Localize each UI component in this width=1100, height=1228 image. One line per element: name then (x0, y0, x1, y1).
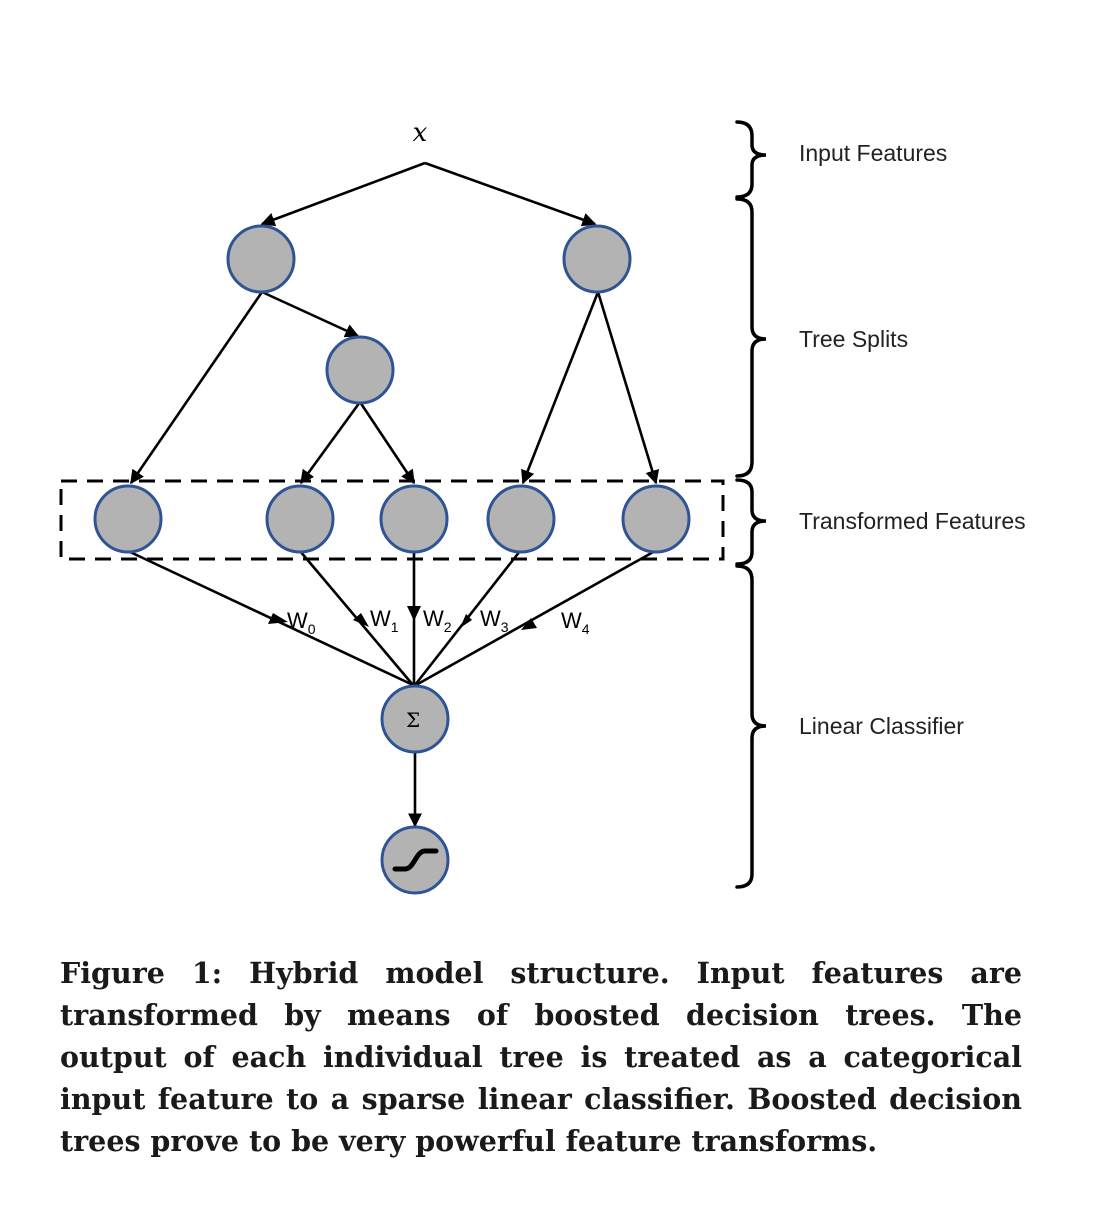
weight-label-1: W1 (370, 606, 399, 635)
edge-inner-split-to-leaf-3 (358, 401, 416, 485)
brace-input-features (735, 120, 767, 199)
transformed-features-box (59, 479, 725, 561)
section-label-transformed-features: Transformed Features (799, 508, 1026, 534)
weight-arrowhead-4 (521, 618, 537, 630)
weight-arrowhead-1 (353, 613, 369, 627)
leaf-node-2 (265, 484, 335, 554)
weight-arrowhead-0 (268, 613, 288, 624)
weight-label-0: W0 (287, 608, 316, 637)
tree-edges (129, 161, 660, 485)
split-node-inner (325, 335, 395, 405)
leaf-node-1 (93, 484, 163, 554)
weight-arrowhead-3 (460, 614, 472, 628)
edge-inner-split-to-leaf-2 (299, 401, 362, 485)
weight-arrowhead-2 (407, 606, 421, 621)
brace-transformed-features (735, 478, 767, 566)
brace-linear-classifier (735, 564, 767, 889)
leaf-node-4 (486, 484, 556, 554)
edge-input-to-split-left (260, 161, 426, 227)
sigmoid-curve-icon (392, 848, 439, 872)
section-label-input-features: Input Features (799, 140, 947, 166)
figure-caption: Figure 1: Hybrid model structure. Input … (60, 956, 1022, 1158)
edge-right-split-to-leaf-5 (596, 291, 660, 485)
section-label-tree-splits: Tree Splits (799, 326, 908, 352)
edge-leaf-5-to-sum (415, 549, 656, 687)
split-node-left (226, 224, 296, 294)
hybrid-model-diagram: x (59, 118, 1026, 895)
weight-label-4: W4 (561, 608, 590, 637)
sum-node (380, 684, 450, 754)
brace-tree-splits (735, 197, 767, 478)
edge-input-to-split-right (424, 161, 597, 227)
weight-label-2: W2 (423, 606, 452, 635)
weight-label-3: W3 (480, 606, 509, 635)
input-variable-label: x (413, 118, 428, 148)
leaf-node-5 (621, 484, 691, 554)
weight-arrowheads (268, 606, 537, 630)
edge-left-split-to-inner-split (261, 290, 360, 338)
section-braces (735, 120, 767, 889)
split-node-right (562, 224, 632, 294)
classifier-edges (127, 549, 656, 828)
edge-right-split-to-leaf-4 (521, 291, 600, 485)
edge-left-split-to-leaf-1 (129, 291, 264, 485)
sum-symbol: Σ (406, 708, 420, 732)
edge-leaf-1-to-sum (127, 549, 414, 687)
leaf-node-3 (379, 484, 449, 554)
nodes (93, 224, 691, 895)
section-label-linear-classifier: Linear Classifier (799, 713, 964, 739)
